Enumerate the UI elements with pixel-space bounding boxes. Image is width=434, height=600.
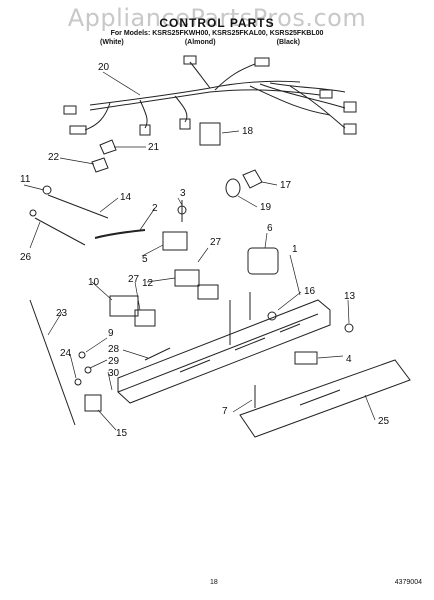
- screw-29: [84, 366, 92, 374]
- terminal-block: [199, 122, 221, 146]
- callout-1: 1: [292, 244, 298, 255]
- callout-17: 17: [280, 180, 292, 191]
- callout-12: 12: [142, 278, 154, 289]
- wire-harness: [63, 55, 357, 136]
- light-bulb: [225, 178, 241, 198]
- callout-3: 3: [180, 188, 186, 199]
- callout-5: 5: [142, 254, 148, 265]
- color-almond: (Almond): [184, 39, 216, 46]
- page-number: 18: [210, 579, 218, 586]
- callout-13: 13: [344, 291, 356, 302]
- control-cover: [239, 359, 411, 438]
- callout-30: 30: [108, 368, 120, 379]
- control-10: [109, 295, 139, 317]
- tube: [94, 229, 146, 239]
- color-white: (White): [100, 39, 124, 46]
- callout-11: 11: [20, 174, 31, 185]
- switch-12: [174, 269, 200, 287]
- color-variants: (White) (Almond) (Black): [100, 39, 300, 46]
- bracket-15: [84, 394, 102, 412]
- thermostat: [162, 231, 188, 251]
- callout-9: 9: [108, 328, 114, 339]
- wire-clip: [99, 139, 117, 155]
- callout-27: 27: [128, 274, 140, 285]
- callout-6: 6: [267, 223, 273, 234]
- callout-4: 4: [346, 354, 352, 365]
- color-black: (Black): [276, 39, 300, 46]
- label-27-top: [197, 284, 219, 300]
- model-list: For Models: KSRS25FKWH00, KSRS25FKAL00, …: [110, 30, 324, 37]
- watermark: AppliancePartsPros.com: [67, 4, 367, 32]
- light-socket: [242, 169, 263, 189]
- callout-27: 27: [210, 237, 222, 248]
- callout-24: 24: [60, 348, 72, 359]
- callout-7: 7: [222, 406, 228, 417]
- rod: [47, 194, 109, 219]
- bar-28: [144, 347, 171, 361]
- callout-19: 19: [260, 202, 272, 213]
- control-housing: [117, 292, 331, 404]
- sensor-tube: [34, 217, 86, 246]
- screw-13: [344, 323, 354, 333]
- screw-9: [78, 351, 86, 359]
- diagram-title: CONTROL PARTS: [159, 16, 275, 30]
- callout-22: 22: [48, 152, 60, 163]
- callout-15: 15: [116, 428, 128, 439]
- bracket-4: [294, 351, 318, 365]
- callout-28: 28: [108, 344, 120, 355]
- callout-26: 26: [20, 252, 32, 263]
- label-27-lower: [134, 309, 156, 327]
- harness-clip: [91, 157, 109, 173]
- callout-10: 10: [88, 277, 100, 288]
- callout-23: 23: [56, 308, 68, 319]
- callout-25: 25: [378, 416, 390, 427]
- callout-21: 21: [148, 142, 160, 153]
- screw-11: [42, 185, 52, 195]
- callout-18: 18: [242, 126, 254, 137]
- screw-24: [74, 378, 82, 386]
- callout-14: 14: [120, 192, 132, 203]
- screw-16: [267, 311, 277, 321]
- callout-29: 29: [108, 356, 120, 367]
- washer: [29, 209, 37, 217]
- callout-16: 16: [304, 286, 316, 297]
- callout-20: 20: [98, 62, 110, 73]
- document-number: 4379004: [394, 579, 422, 586]
- control-6: [247, 247, 279, 275]
- rod-23: [29, 299, 76, 426]
- callout-2: 2: [152, 203, 158, 214]
